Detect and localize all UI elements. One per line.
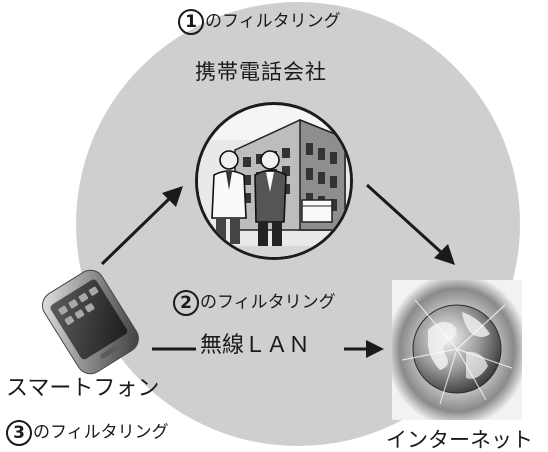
smartphone-label: スマートフォン (6, 376, 160, 401)
carrier-label: 携帯電話会社 (195, 60, 327, 84)
filter-3-number: 3 (6, 420, 32, 446)
filter-1-text: のフィルタリング (205, 11, 341, 32)
filter-3-text: のフィルタリング (33, 422, 169, 443)
filter-2-text: のフィルタリング (200, 292, 336, 313)
smartphone-icon (42, 269, 139, 375)
office-building-people-icon (195, 102, 353, 260)
globe-icon (392, 280, 522, 420)
filter-2-number: 2 (173, 290, 199, 316)
arrow-phone-to-carrier (100, 186, 183, 266)
filter-1-number: 1 (178, 9, 204, 35)
wireless-lan-connector (152, 340, 384, 358)
internet-label: インターネット (386, 428, 533, 452)
wireless-lan-label: 無線ＬＡＮ (200, 333, 311, 358)
arrow-carrier-to-internet (365, 183, 455, 265)
